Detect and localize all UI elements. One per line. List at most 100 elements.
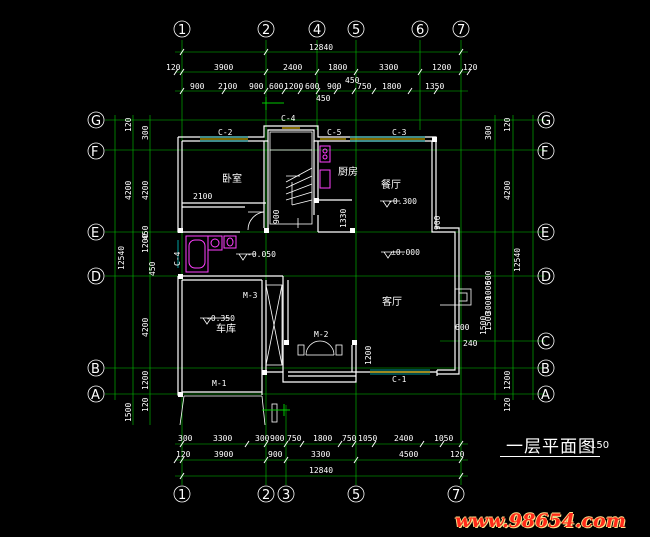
axis-label-a-left: A <box>91 388 100 403</box>
right-dim-r3-1: 1000 <box>484 281 493 300</box>
opening-tags: C-2 C-3 C-5 C-4 C-1 M-1 M-2 M-3 C-4 <box>173 114 407 388</box>
left-dim-overall: 12540 <box>117 246 126 270</box>
int-dim-6: 240 <box>463 339 478 348</box>
bot-dim-r2-5: 120 <box>450 450 465 459</box>
level-garage: -0.350 <box>206 314 235 323</box>
room-label-living: 客厅 <box>382 295 402 308</box>
left-dim-r2-1: 4200 <box>124 181 133 200</box>
int-dim-4: 1200 <box>364 346 373 365</box>
axis-label-1-bottom: 1 <box>178 488 186 503</box>
axis-label-5-top: 5 <box>352 23 360 38</box>
plan-scale: 150 <box>590 440 610 451</box>
level-bath: -0.050 <box>247 250 276 259</box>
bedroom-door <box>247 211 265 231</box>
right-dim-overall: 12540 <box>513 248 522 272</box>
dimension-ticks <box>173 48 472 480</box>
axis-bubbles <box>87 20 555 503</box>
top-dim-r2-0: 120 <box>166 63 181 72</box>
right-dim-r2-5: 120 <box>503 397 512 412</box>
top-dim-r3-3: 600 <box>269 82 284 91</box>
top-dim-r3-2: 900 <box>249 82 264 91</box>
left-dim-r2-4: 4200 <box>141 318 150 337</box>
tag-c1: C-1 <box>392 375 407 384</box>
axis-label-2-top: 2 <box>262 23 270 38</box>
tag-c4-top: C-4 <box>281 114 296 123</box>
top-dim-extra-1: 450 <box>316 94 331 103</box>
bot-dim-r1-6: 750 <box>342 434 357 443</box>
axis-label-7-bottom: 7 <box>452 488 460 503</box>
int-dim-3: 900 <box>433 215 442 230</box>
top-dimension-texts: 12840 120 3900 2400 1800 3300 1200 120 4… <box>166 43 478 103</box>
axis-label-g-left: G <box>91 114 101 129</box>
dimension-lines <box>114 51 534 477</box>
bot-dim-r2-4: 4500 <box>399 450 418 459</box>
entry-door <box>297 340 343 356</box>
bot-dim-r1-7: 1050 <box>358 434 377 443</box>
left-dim-r2-7: 1500 <box>124 403 133 422</box>
axis-label-7-top: 7 <box>457 23 465 38</box>
top-dim-r3-9: 1350 <box>425 82 444 91</box>
section-marks <box>262 97 290 416</box>
axis-label-c-right: C <box>541 335 550 350</box>
left-dim-r2-3: 450 <box>141 225 150 240</box>
axis-label-f-right: F <box>541 145 548 160</box>
axis-label-b-left: B <box>91 362 100 377</box>
bot-dim-r1-5: 1800 <box>313 434 332 443</box>
tag-c5: C-5 <box>327 128 342 137</box>
bot-dim-r1-1: 3300 <box>213 434 232 443</box>
bot-dim-r1-3: 900 <box>270 434 285 443</box>
interior-dimension-texts: 2100 900 1330 900 1200 600 240 1500 <box>193 192 488 365</box>
top-dim-r2-6: 120 <box>463 63 478 72</box>
axis-label-a-right: A <box>541 388 550 403</box>
axis-label-d-right: D <box>541 270 551 285</box>
level-markers <box>200 200 405 325</box>
garage-fixtures <box>179 284 283 426</box>
bot-dim-r2-3: 3300 <box>311 450 330 459</box>
left-dim-r2-6: 120 <box>141 397 150 412</box>
top-dim-r3-5: 600 <box>305 82 320 91</box>
axis-label-g-right: G <box>541 114 551 129</box>
right-dim-r3-0: 300 <box>484 125 493 140</box>
right-dim-r2-2: 3000 <box>484 296 493 315</box>
plan-title-underline <box>500 456 600 457</box>
top-dim-r3-8: 1800 <box>382 82 401 91</box>
bot-dim-r1-4: 750 <box>287 434 302 443</box>
level-texts: -0.300 ±0.000 -0.050 -0.350 <box>206 197 420 323</box>
int-dim-7: 1500 <box>479 316 488 335</box>
top-dim-r3-0: 900 <box>190 82 205 91</box>
top-dim-r3-7: 750 <box>357 82 372 91</box>
plan-title: 一层平面图 <box>506 437 596 457</box>
axis-grid <box>105 40 545 485</box>
top-dim-r3-6: 900 <box>327 82 342 91</box>
room-label-dining: 餐厅 <box>381 178 401 191</box>
right-dim-r2-4: 1200 <box>503 371 512 390</box>
left-dim-r3-0: 300 <box>141 125 150 140</box>
bathroom-fixtures <box>185 145 331 273</box>
axis-label-e-right: E <box>541 226 549 241</box>
bot-dim-r1-2: 300 <box>255 434 270 443</box>
bot-dim-r2-1: 3900 <box>214 450 233 459</box>
axis-labels: 1 2 4 5 6 7 1 2 3 5 7 G F E D B A G F E … <box>91 23 551 503</box>
top-dim-r2-2: 2400 <box>283 63 302 72</box>
top-dim-overall: 12840 <box>309 43 333 52</box>
level-dining: -0.300 <box>388 197 417 206</box>
left-dimension-texts: 12540 120 4200 1200 450 4200 1200 120 15… <box>117 117 157 422</box>
tag-m2: M-2 <box>314 330 329 339</box>
right-dim-r3-4: 500 <box>484 270 493 285</box>
top-dim-r2-3: 1800 <box>328 63 347 72</box>
tag-m3: M-3 <box>243 291 258 300</box>
axis-label-e-left: E <box>91 226 99 241</box>
axis-label-d-left: D <box>91 270 101 285</box>
top-dim-r3-1: 2100 <box>218 82 237 91</box>
axis-label-1-top: 1 <box>178 23 186 38</box>
tag-m1: M-1 <box>212 379 227 388</box>
top-dim-r2-5: 1200 <box>432 63 451 72</box>
int-dim-1: 900 <box>272 209 281 224</box>
int-dim-0: 2100 <box>193 192 212 201</box>
level-living: ±0.000 <box>391 248 420 257</box>
bot-dim-r1-8: 2400 <box>394 434 413 443</box>
tag-c2: C-2 <box>218 128 233 137</box>
windows-openings <box>200 127 430 373</box>
room-label-garage: 车库 <box>216 322 236 335</box>
